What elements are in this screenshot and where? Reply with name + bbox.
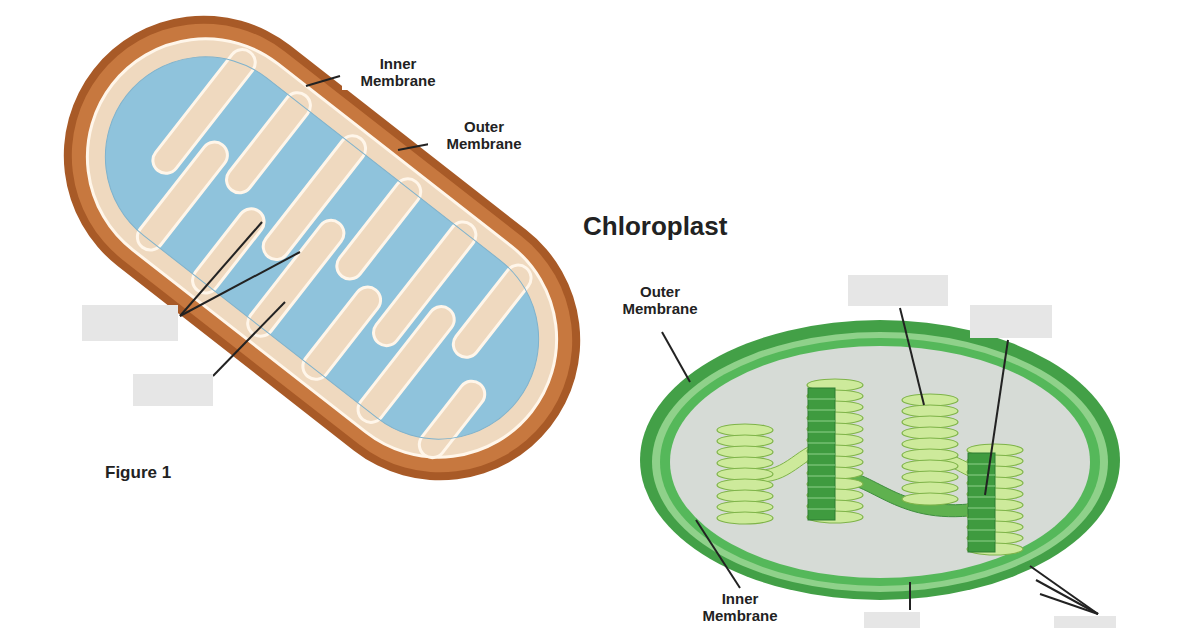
granum [807, 379, 863, 523]
granum [717, 424, 773, 524]
mitochondrion [7, 0, 636, 537]
part-label: Inner Membrane [688, 590, 792, 625]
blank-label-boxes [82, 305, 213, 406]
figure-caption: Figure 1 [105, 463, 171, 483]
part-label: Outer Membrane [606, 283, 714, 318]
leader-lines [180, 76, 440, 376]
leader-lines [662, 308, 1098, 614]
figure-title: Chloroplast [583, 212, 727, 242]
granum [902, 394, 958, 505]
blank-label-boxes [848, 275, 1116, 628]
part-label: Outer Membrane [428, 118, 540, 153]
granum [967, 444, 1023, 555]
part-label: Inner Membrane [342, 55, 454, 90]
chloroplast [640, 320, 1120, 600]
